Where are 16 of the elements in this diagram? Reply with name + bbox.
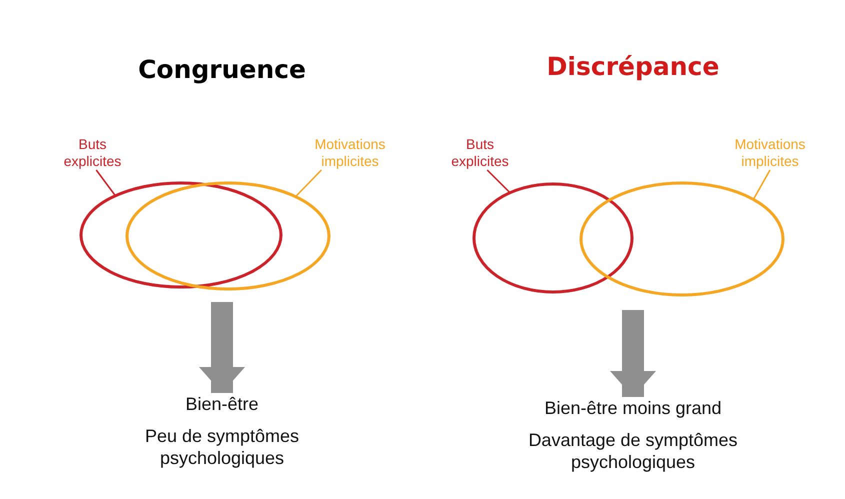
leader-line	[295, 169, 322, 198]
leader-line	[486, 169, 510, 194]
block-arrow	[199, 302, 245, 393]
panel-heading: Discrépance	[546, 52, 720, 81]
outcome-text: Peu de symptômes psychologiques	[144, 425, 300, 469]
leader-line	[752, 170, 771, 200]
outcome-text: Bien-être	[184, 393, 260, 415]
outcome-text: Davantage de symptômes psychologiques	[527, 429, 739, 473]
circle-label: Motivations implicites	[314, 136, 386, 170]
circle-label: Buts explicites	[450, 136, 510, 170]
block-arrow	[610, 310, 656, 397]
outcome-text: Bien-être moins grand	[543, 397, 723, 419]
circle-label: Buts explicites	[62, 136, 122, 170]
panel-heading: Congruence	[137, 55, 307, 84]
circle-label: Motivations implicites	[734, 136, 806, 170]
leader-line	[96, 170, 116, 196]
